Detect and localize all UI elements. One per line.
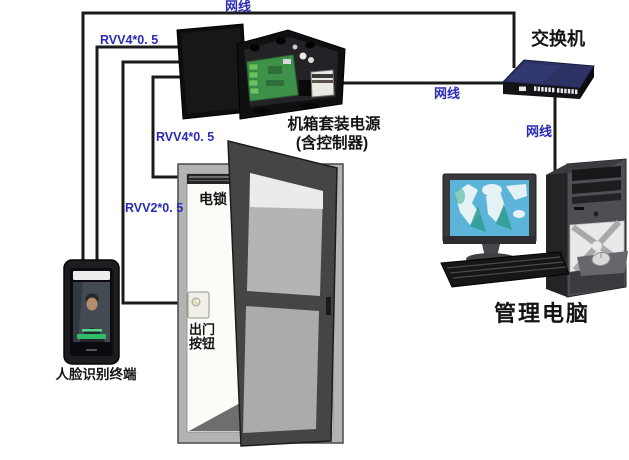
door-floor-shadow <box>189 402 242 431</box>
power-button <box>593 211 599 217</box>
exit-button-label-line2: 按钮 <box>189 336 215 351</box>
management-computer <box>440 158 628 298</box>
mouse-pad <box>577 251 628 276</box>
labels: 网线 RVV4*0. 5 RVV4*0. 5 RVV2*0. 5 网线 网线 交… <box>56 0 590 382</box>
mouse <box>591 251 611 267</box>
exit-button-label-line1: 出门 <box>189 322 215 337</box>
face <box>86 297 98 311</box>
pc-monitor <box>442 173 537 265</box>
door-leaf <box>227 140 338 447</box>
door-pane-bottom <box>243 306 319 433</box>
wire-rvv4-terminal-to-box <box>95 45 205 268</box>
switch-label: 交换机 <box>531 28 585 49</box>
face-terminal-label: 人脸识别终端 <box>56 366 137 382</box>
controller-pcb <box>246 54 299 102</box>
drive-bay <box>572 166 621 181</box>
switch-ports <box>519 86 578 95</box>
cable-label-rvv4-terminal: RVV4*0. 5 <box>100 33 158 47</box>
exit-button <box>187 291 210 319</box>
cable-label-rvv2-button: RVV2*0. 5 <box>125 201 183 215</box>
electric-lock <box>187 174 233 184</box>
power-box <box>176 23 346 120</box>
wire-netline-terminal-to-switch <box>81 11 516 268</box>
cable-label-netline-pc: 网线 <box>526 124 552 139</box>
pc-keyboard <box>440 251 570 288</box>
door-pane-top-light <box>250 173 323 209</box>
wire-rvv2-button-to-box <box>121 60 205 305</box>
door <box>177 140 344 447</box>
face-terminal <box>63 259 120 365</box>
wire-rvv4-lock-to-box <box>151 75 205 179</box>
power-box-label-line1: 机箱套装电源 <box>287 114 381 133</box>
network-switch <box>501 59 595 99</box>
door-latch <box>326 297 331 315</box>
transformer <box>310 69 335 98</box>
world-map <box>455 184 527 232</box>
progress-bar <box>77 334 106 339</box>
cable-label-rvv4-lock: RVV4*0. 5 <box>156 130 214 144</box>
drive-bay <box>572 193 621 204</box>
pc-tower <box>546 158 627 298</box>
cable-label-netline-switch: 网线 <box>434 86 460 101</box>
power-box-label-line2: (含控制器) <box>296 133 368 152</box>
cable-label-netline-top: 网线 <box>225 0 251 14</box>
wires <box>81 11 557 305</box>
relay <box>299 80 311 96</box>
switch-side <box>580 66 594 99</box>
electric-lock-label: 电锁 <box>199 191 227 207</box>
pc-label: 管理电脑 <box>494 301 590 326</box>
drive-bay <box>572 180 621 194</box>
